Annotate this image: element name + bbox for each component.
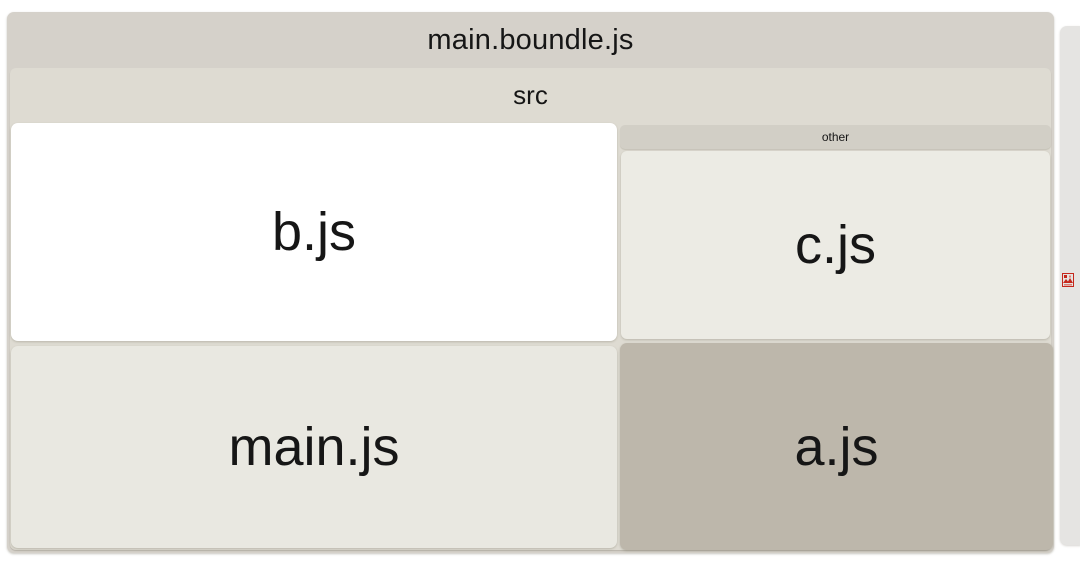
cell-a-label: a.js — [794, 416, 879, 477]
cell-c-label: c.js — [795, 215, 876, 275]
treemap-node-src[interactable]: src b.js other c.js main.js a.js — [10, 68, 1053, 550]
clipped-treemap-panel[interactable] — [1060, 26, 1080, 545]
bundle-title: main.boundle.js — [427, 23, 634, 56]
broken-image-icon — [1062, 272, 1074, 288]
treemap-node-other[interactable]: other c.js — [620, 125, 1051, 341]
treemap-cell-main-js[interactable]: main.js — [11, 346, 617, 548]
other-group-title: other — [821, 130, 850, 144]
treemap-cell-b-js[interactable]: b.js — [11, 123, 617, 341]
treemap-node-main-bundle[interactable]: main.boundle.js src b.js other c.js main… — [7, 12, 1054, 553]
cell-b-label: b.js — [271, 202, 357, 262]
treemap-cell-c-js[interactable]: c.js — [621, 151, 1050, 339]
other-group-header[interactable]: other — [620, 125, 1051, 149]
treemap-cell-a-js[interactable]: a.js — [620, 343, 1053, 550]
src-group-title: src — [513, 79, 548, 110]
cell-main-label: main.js — [228, 417, 400, 477]
